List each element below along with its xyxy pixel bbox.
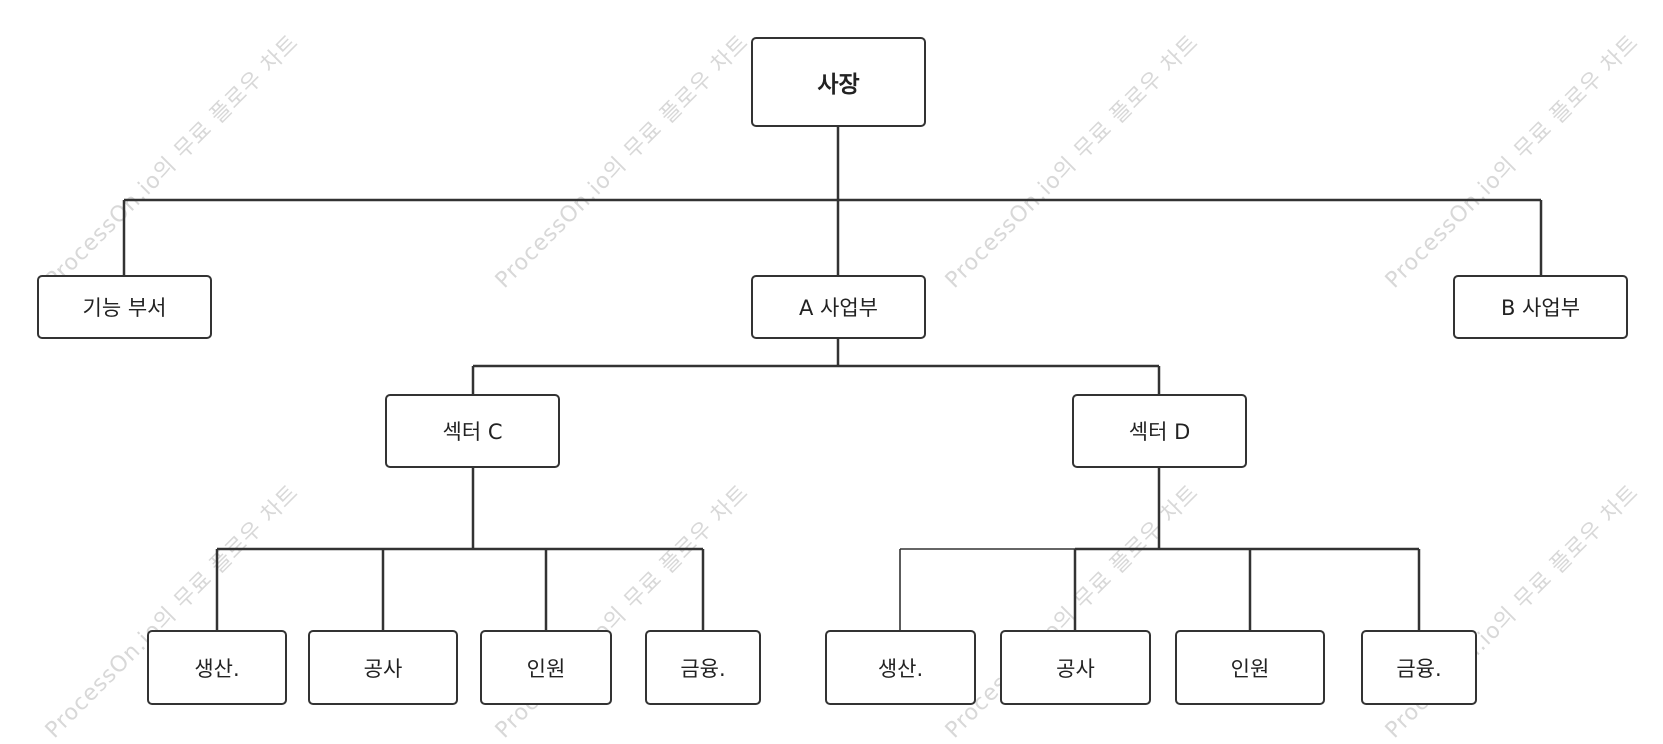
node-d-production[interactable]: 생산. bbox=[825, 630, 976, 705]
node-c-finance[interactable]: 금융. bbox=[645, 630, 761, 705]
node-functional-dept[interactable]: 기능 부서 bbox=[37, 275, 212, 339]
node-d-finance[interactable]: 금융. bbox=[1361, 630, 1477, 705]
node-sector-c[interactable]: 섹터 C bbox=[385, 394, 560, 468]
node-d-construction[interactable]: 공사 bbox=[1000, 630, 1151, 705]
node-c-personnel[interactable]: 인원 bbox=[480, 630, 612, 705]
node-division-a[interactable]: A 사업부 bbox=[751, 275, 926, 339]
node-sector-d[interactable]: 섹터 D bbox=[1072, 394, 1247, 468]
node-c-construction[interactable]: 공사 bbox=[308, 630, 458, 705]
node-division-b[interactable]: B 사업부 bbox=[1453, 275, 1628, 339]
node-ceo[interactable]: 사장 bbox=[751, 37, 926, 127]
node-d-personnel[interactable]: 인원 bbox=[1175, 630, 1325, 705]
node-c-production[interactable]: 생산. bbox=[147, 630, 287, 705]
